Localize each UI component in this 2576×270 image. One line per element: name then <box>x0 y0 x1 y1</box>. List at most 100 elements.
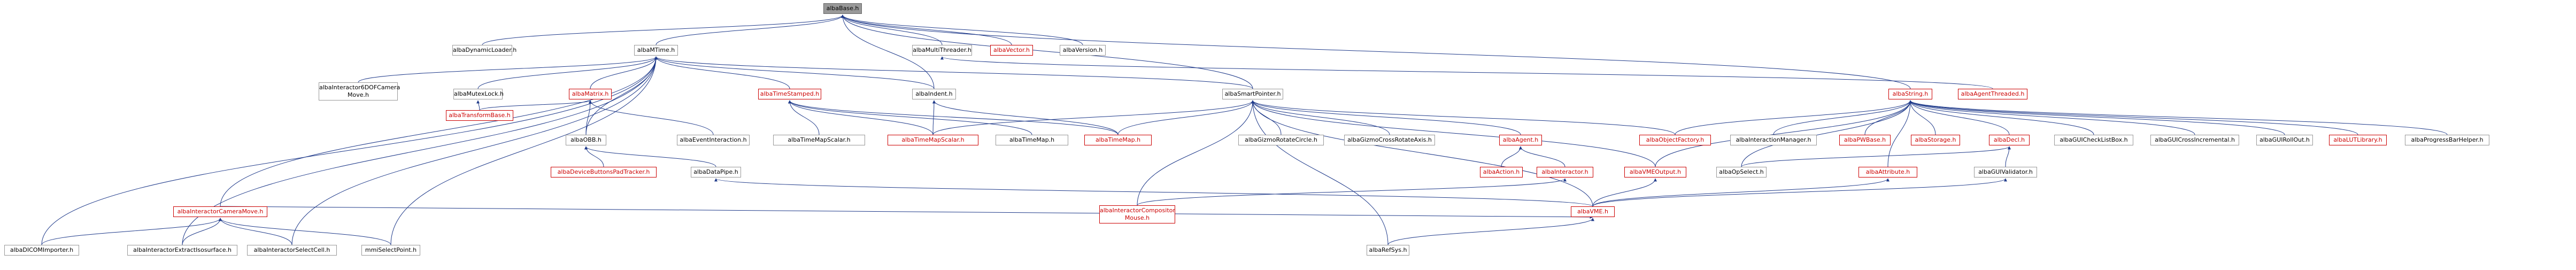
dependency-edge <box>1251 100 1521 135</box>
node-albaInteractor6DOFCameraMove[interactable]: albaInteractor6DOFCamera Move.h <box>319 82 400 101</box>
node-albaStorage[interactable]: albaStorage.h <box>1911 135 1960 145</box>
dependency-edge <box>1117 100 1254 135</box>
node-albaVersion[interactable]: albaVersion.h <box>1060 45 1106 56</box>
node-albaTimeStamped[interactable]: albaTimeStamped.h <box>758 89 821 99</box>
dependency-edge <box>1251 100 1390 135</box>
node-albaGUIValidator[interactable]: albaGUIValidator.h <box>1974 167 2037 178</box>
node-albaInteractorSelectCell[interactable]: albaInteractorSelectCell.h <box>247 245 337 256</box>
dependency-edge <box>1655 100 1912 167</box>
node-mmiSelectPoint[interactable]: mmiSelectPoint.h <box>361 245 420 256</box>
node-albaOpSelect[interactable]: albaOpSelect.h <box>1716 167 1767 178</box>
node-albaBase[interactable]: albaBase.h <box>823 3 862 14</box>
dependency-edge <box>841 14 935 89</box>
node-albaTimeMap-2[interactable]: albaTimeMap.h <box>1084 135 1152 145</box>
node-albaInteractorExtractIsosurface[interactable]: albaInteractorExtractIsosurface.h <box>127 245 237 256</box>
node-albaAgentThreaded[interactable]: albaAgentThreaded.h <box>1958 89 2027 99</box>
node-albaString[interactable]: albaString.h <box>1888 89 1932 99</box>
node-albaVector[interactable]: albaVector.h <box>990 45 1033 56</box>
node-albaGizmoRotateCircle[interactable]: albaGizmoRotateCircle.h <box>1238 135 1324 145</box>
node-albaMutexLock[interactable]: albaMutexLock.h <box>453 89 504 99</box>
dependency-edge <box>654 56 790 89</box>
dependency-edge <box>1519 146 1565 167</box>
node-albaDynamicLoader[interactable]: albaDynamicLoader.h <box>452 45 516 56</box>
dependency-edge <box>1675 100 1912 135</box>
node-albaRefSys[interactable]: albaRefSys.h <box>1367 245 1409 256</box>
node-albaInteractorCameraMove[interactable]: albaInteractorCameraMove.h <box>173 206 267 217</box>
dependency-edge <box>841 14 1083 45</box>
dependency-edge <box>1909 100 2010 135</box>
node-albaInteractionManager[interactable]: albaInteractionManager.h <box>1730 135 1817 145</box>
dependency-edge <box>584 146 604 167</box>
node-albaMTime[interactable]: albaMTime.h <box>634 45 678 56</box>
node-albaInteractor[interactable]: albaInteractor.h <box>1537 167 1593 178</box>
dependency-edge <box>841 14 1911 89</box>
dependency-edge <box>589 100 714 135</box>
node-albaPWBase[interactable]: albaPWBase.h <box>1839 135 1891 145</box>
node-albaTimeMapScalar-2[interactable]: albaTimeMapScalar.h <box>888 135 978 145</box>
dependency-edge <box>2005 146 2011 167</box>
node-albaVME[interactable]: albaVME.h <box>1571 206 1615 217</box>
node-label-line2: Mouse.h <box>1124 214 1150 221</box>
node-albaGizmoCrossRotateAxis[interactable]: albaGizmoCrossRotateAxis.h <box>1344 135 1435 145</box>
dependency-edge <box>584 146 716 167</box>
dependency-edge <box>291 56 658 245</box>
dependency-edge <box>1909 100 2195 135</box>
node-albaDICOMImporter[interactable]: albaDICOMImporter.h <box>4 245 79 256</box>
node-label-line2: Move.h <box>348 91 369 98</box>
dependency-edge <box>1137 100 1254 206</box>
node-albaDataPipe[interactable]: albaDataPipe.h <box>691 167 741 178</box>
dependency-edge <box>1909 100 2358 135</box>
dependency-edge <box>932 100 1254 135</box>
node-albaTimeMapScalar-1[interactable]: albaTimeMapScalar.h <box>773 135 865 145</box>
dependency-edge <box>841 14 1012 45</box>
dependency-edge <box>788 100 1119 135</box>
node-albaAction[interactable]: albaAction.h <box>1480 167 1523 178</box>
dependency-edge <box>788 100 1032 135</box>
dependency-edge <box>220 56 658 207</box>
dependency-edge <box>219 218 391 245</box>
node-albaIndent[interactable]: albaIndent.h <box>912 89 956 99</box>
node-albaMultiThreader[interactable]: albaMultiThreader.h <box>912 45 972 56</box>
node-albaDecl[interactable]: albaDecl.h <box>1989 135 2030 145</box>
dependency-edge <box>1251 100 1656 167</box>
node-albaDeviceButtonsPadTracker[interactable]: albaDeviceButtonsPadTracker.h <box>551 167 657 178</box>
node-albaTransformBase[interactable]: albaTransformBase.h <box>446 110 513 121</box>
dependency-edge <box>390 56 658 245</box>
node-albaGUIRollOut[interactable]: albaGUIRollOut.h <box>2256 135 2313 145</box>
node-albaGUICrossIncremental[interactable]: albaGUICrossIncremental.h <box>2150 135 2239 145</box>
dependency-edge <box>1909 100 2094 135</box>
node-albaLUTLibrary[interactable]: albaLUTLibrary.h <box>2329 135 2387 145</box>
dependency-edge <box>841 14 943 45</box>
node-albaAttribute[interactable]: albaAttribute.h <box>1858 167 1917 178</box>
dependency-edge <box>1592 178 1889 207</box>
dependency-edge <box>476 100 480 111</box>
dependency-edge <box>932 100 1119 135</box>
dependency-edge <box>940 56 1993 89</box>
dependency-edge <box>654 56 1253 89</box>
dependency-edge <box>477 56 658 89</box>
dependency-edge <box>1909 100 1936 135</box>
dependency-edge <box>1251 100 1676 135</box>
dependency-edge <box>41 56 658 245</box>
node-albaMatrix[interactable]: albaMatrix.h <box>569 89 612 99</box>
node-albaObjectFactory[interactable]: albaObjectFactory.h <box>1639 135 1711 145</box>
dependency-edge <box>1741 146 2011 167</box>
dependency-edge <box>1592 178 2007 207</box>
node-albaEventInteraction[interactable]: albaEventInteraction.h <box>677 135 750 145</box>
dependency-edge <box>41 218 222 245</box>
node-albaGUICheckListBox[interactable]: albaGUICheckListBox.h <box>2054 135 2133 145</box>
node-albaVMEOutput[interactable]: albaVMEOutput.h <box>1624 167 1686 178</box>
dependency-edge <box>788 100 934 135</box>
dependency-edge <box>1909 100 2285 135</box>
node-albaProgressBarHelper[interactable]: albaProgressBarHelper.h <box>2405 135 2489 145</box>
node-albaTimeMap-1[interactable]: albaTimeMap.h <box>996 135 1068 145</box>
dependency-edge <box>482 14 844 45</box>
node-albaInteractorCompositorMouse[interactable]: albaInteractorCompositor Mouse.h <box>1099 205 1175 223</box>
dependency-edge <box>1501 146 1522 167</box>
node-albaSmartPointer[interactable]: albaSmartPointer.h <box>1222 89 1283 99</box>
node-albaOBB[interactable]: albaOBB.h <box>566 135 606 145</box>
dependency-edge <box>788 100 820 135</box>
node-albaAgent[interactable]: albaAgent.h <box>1499 135 1542 145</box>
